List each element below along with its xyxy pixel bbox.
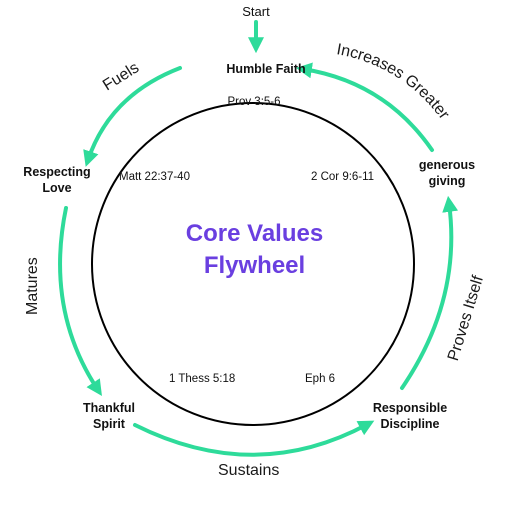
- sustains-arrow: [133, 420, 375, 457]
- node-respecting-love-line1: Respecting: [23, 165, 91, 179]
- node-responsible-discipline-line1: Responsible: [372, 401, 448, 415]
- node-generous-giving-line1: generous: [418, 158, 476, 172]
- node-respecting-love: Respecting Love: [12, 164, 102, 196]
- diagram-title: Core Values Flywheel: [0, 218, 509, 282]
- node-respecting-love-line2: Love: [42, 181, 72, 195]
- ref-matt: Matt 22:37-40: [119, 171, 190, 183]
- node-thankful-spirit-line2: Spirit: [93, 417, 125, 431]
- ref-prov: Prov 3:5-6: [227, 96, 281, 108]
- node-generous-giving-line2: giving: [428, 174, 466, 188]
- node-thankful-spirit-line1: Thankful: [82, 401, 136, 415]
- edge-label-sustains: Sustains: [218, 462, 280, 479]
- diagram-title-line2: Flywheel: [203, 252, 306, 279]
- node-thankful-spirit: Thankful Spirit: [64, 400, 154, 432]
- edge-label-matures: Matures: [24, 257, 41, 315]
- diagram-title-line1: Core Values: [185, 220, 324, 247]
- ref-eph: Eph 6: [305, 373, 336, 385]
- node-generous-giving: generous giving: [405, 157, 489, 189]
- fuels-arrow: [83, 66, 182, 167]
- ref-thess: 1 Thess 5:18: [169, 373, 236, 385]
- node-humble-faith: Humble Faith: [226, 62, 306, 76]
- matures-arrow: [58, 206, 102, 397]
- ref-cor: 2 Cor 9:6-11: [311, 171, 375, 183]
- central-circle: [91, 102, 415, 426]
- start-label: Start: [242, 4, 270, 19]
- node-responsible-discipline-line2: Discipline: [380, 417, 440, 431]
- increases-greater-arrow: [295, 62, 434, 152]
- proves-itself-arrow: [400, 195, 459, 390]
- node-responsible-discipline: Responsible Discipline: [360, 400, 460, 432]
